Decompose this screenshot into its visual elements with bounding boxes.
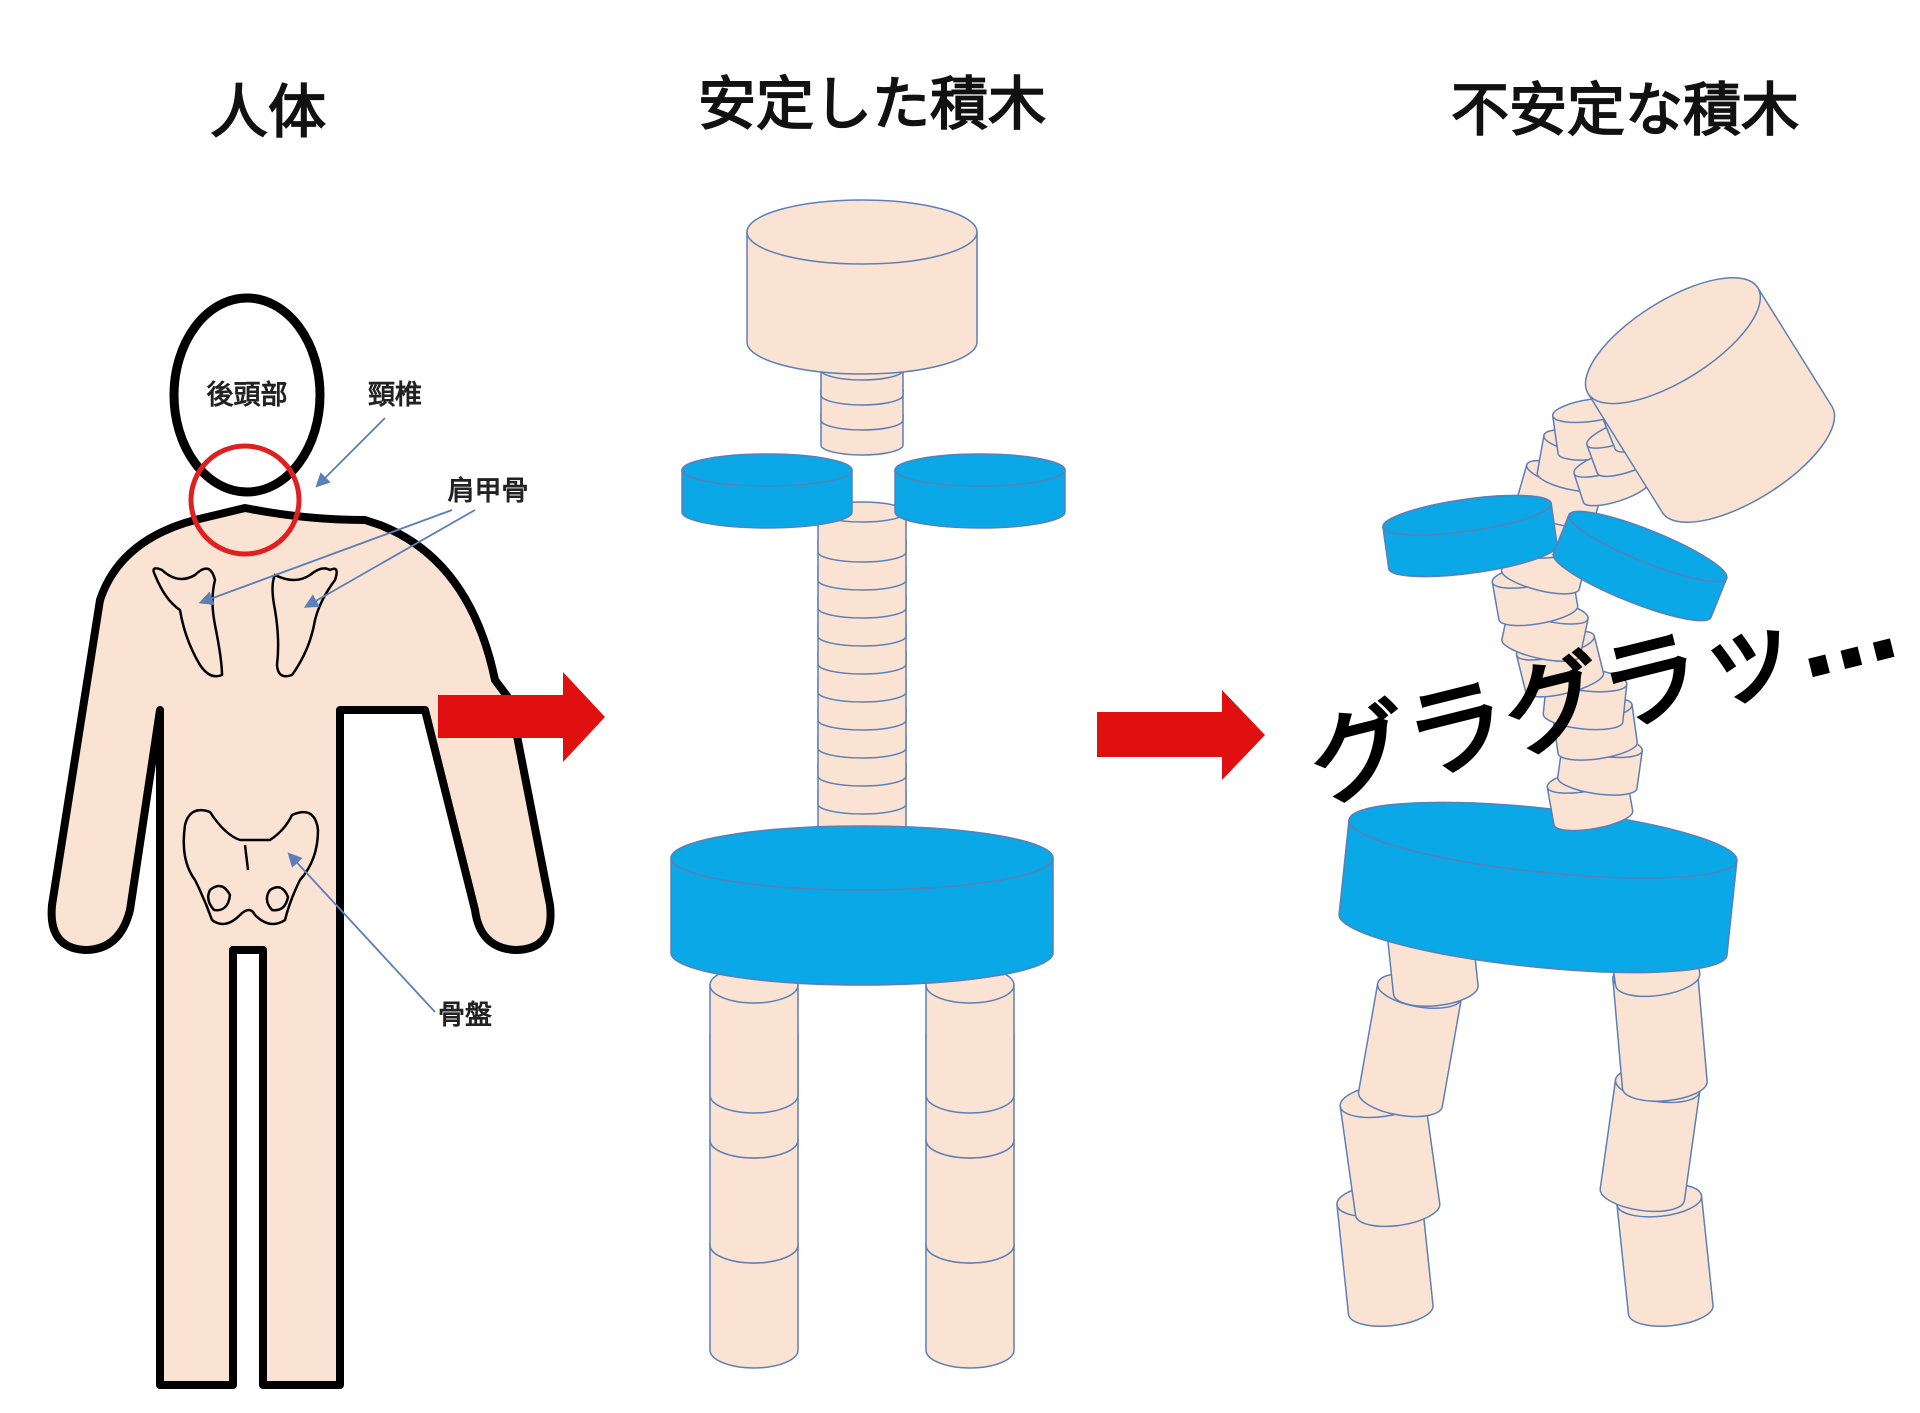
shoulder-block-right (1552, 510, 1728, 622)
pelvis-block (670, 825, 1054, 986)
label-cervical: 頸椎 (368, 380, 422, 411)
human-body-outline (47, 504, 555, 1389)
label-occiput: 後頭部 (207, 379, 288, 411)
pointer-cervical (315, 417, 386, 488)
scapula-left-icon (152, 567, 224, 678)
leg-block (925, 966, 1015, 1114)
unstable-block-tower (1336, 276, 1836, 1327)
label-pelvis: 骨盤 (438, 1000, 493, 1031)
shoulder-block-left (1382, 494, 1558, 578)
pointer-pelvis (287, 852, 436, 1013)
title-unstable: 不安定な積木 (1451, 76, 1799, 144)
shoulder-block-left (681, 453, 853, 529)
shoulder-block-right (894, 453, 1066, 529)
arrow-right-icon (1097, 690, 1265, 780)
head-block (746, 199, 978, 375)
pointer-scapula-left (198, 509, 453, 606)
leg-block (709, 966, 799, 1114)
stable-block-tower (670, 199, 1066, 1369)
pelvis-block (1338, 801, 1738, 974)
human-head (169, 293, 325, 497)
scapula-right-icon (271, 567, 338, 678)
arrow-right-icon (438, 672, 605, 762)
pointer-scapula-right (303, 509, 476, 608)
pelvis-icon (182, 808, 320, 926)
neck-highlight-circle (188, 443, 302, 557)
label-scapula: 肩甲骨 (448, 475, 529, 507)
title-stable: 安定した積木 (698, 70, 1046, 138)
human-figure (47, 293, 555, 1389)
title-human: 人体 (210, 78, 326, 146)
head-block (1584, 276, 1836, 524)
